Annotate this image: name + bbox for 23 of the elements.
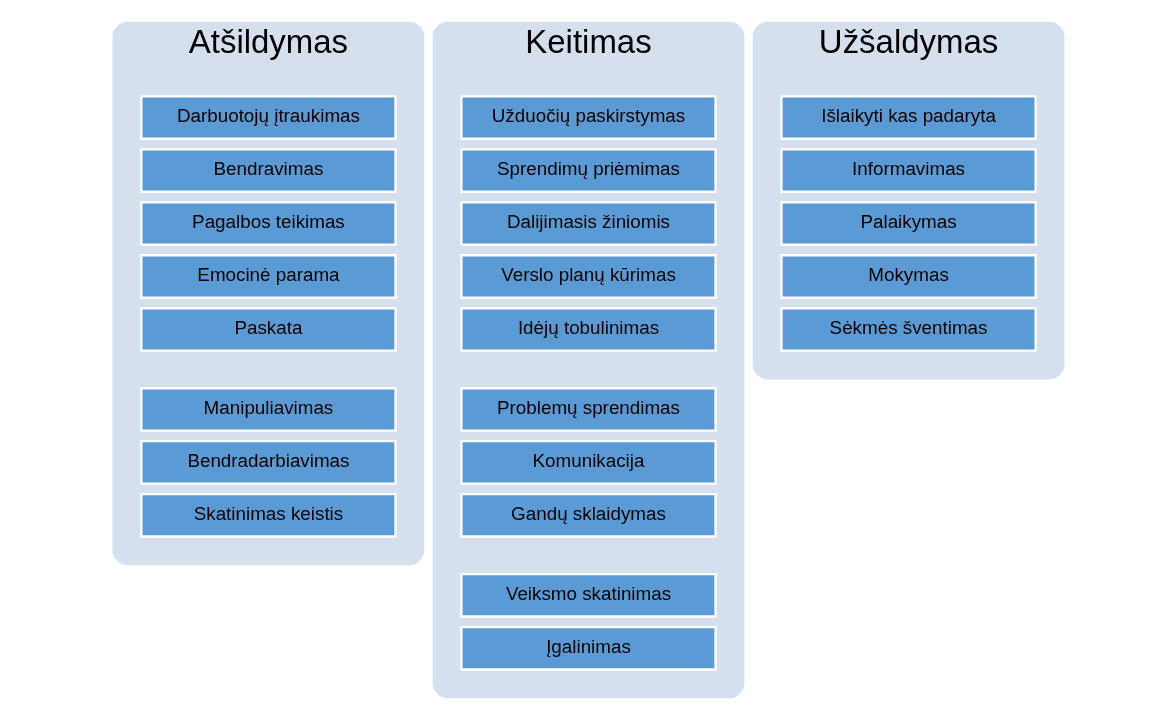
node-box: Emocinė parama [139, 254, 397, 299]
node-box: Skatinimas keistis [139, 492, 397, 538]
node-box: Informavimas [779, 148, 1037, 193]
node-box: Užduočių paskirstymas [459, 95, 717, 140]
node-box: Gandų sklaidymas [459, 492, 717, 538]
node-box: Komunikacija [459, 440, 717, 485]
node-box: Verslo planų kūrimas [459, 254, 717, 299]
node-box: Dalijimasis žiniomis [459, 201, 717, 246]
node-box: Darbuotojų įtraukimas [139, 95, 397, 140]
node-box: Išlaikyti kas padaryta [779, 95, 1037, 140]
node-box: Sėkmės šventimas [779, 307, 1037, 352]
node-box: Pagalbos teikimas [139, 201, 397, 246]
node-box: Įgalinimas [459, 625, 717, 671]
node-box: Idėjų tobulinimas [459, 307, 717, 352]
node-box: Bendradarbiavimas [139, 440, 397, 485]
node-box: Veiksmo skatinimas [459, 573, 717, 618]
node-box: Palaikymas [779, 201, 1037, 246]
node-box: Sprendimų priėmimas [459, 148, 717, 193]
node-box: Manipuliavimas [139, 387, 397, 432]
node-box: Problemų sprendimas [459, 387, 717, 432]
node-box: Bendravimas [139, 148, 397, 193]
node-box: Mokymas [779, 254, 1037, 299]
node-box: Paskata [139, 307, 397, 352]
